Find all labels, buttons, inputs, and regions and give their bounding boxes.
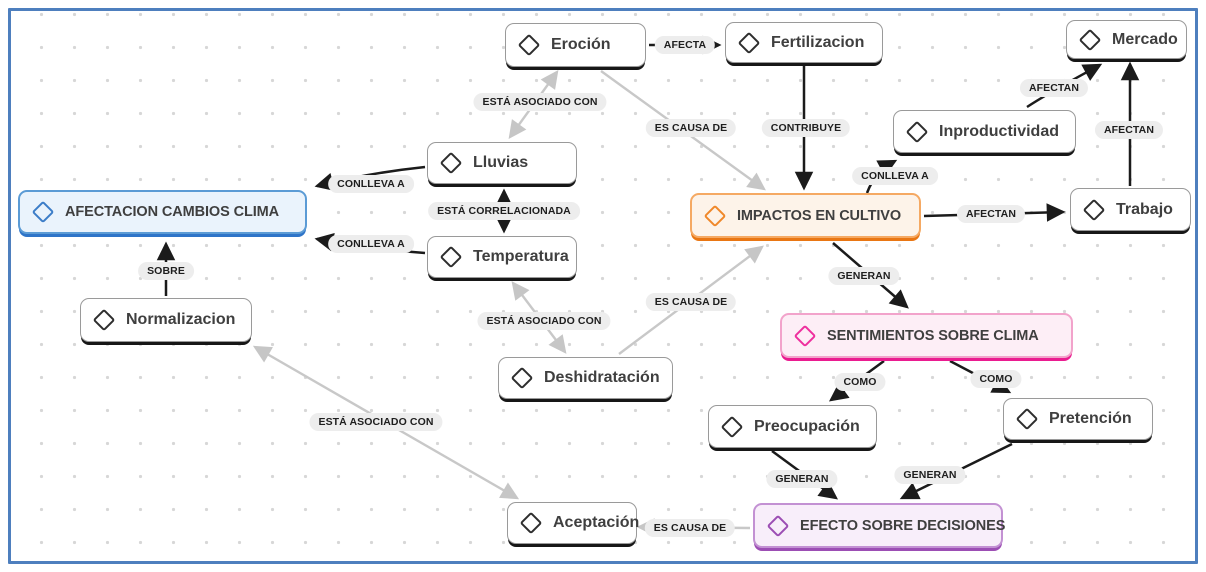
edge-label[interactable]: ESTÁ ASOCIADO CON [473, 93, 607, 111]
diamond-icon [720, 415, 744, 438]
edge-label[interactable]: CONTRIBUYE [761, 119, 851, 137]
node-label: Normalizacion [126, 311, 236, 328]
edge-label[interactable]: AFECTAN [956, 205, 1026, 223]
node-afectacion-cambios-clima[interactable]: AFECTACION CAMBIOS CLIMA [18, 190, 307, 234]
edge-label[interactable]: GENERAN [894, 466, 966, 484]
node-mercado[interactable]: Mercado [1066, 20, 1187, 59]
node-label: Trabajo [1116, 200, 1173, 218]
node-impactos-en-cultivo[interactable]: IMPACTOS EN CULTIVO [690, 193, 921, 238]
diamond-icon [737, 31, 761, 54]
node-label: Temperatura [473, 248, 569, 265]
node-deshidratacion[interactable]: Deshidratación [498, 357, 673, 399]
node-label: EFECTO SOBRE DECISIONES [800, 517, 1006, 534]
node-label: IMPACTOS EN CULTIVO [737, 207, 902, 224]
diamond-icon [703, 204, 727, 227]
diamond-icon [92, 308, 116, 332]
node-label: Aceptación [553, 514, 640, 531]
edge-label[interactable]: GENERAN [766, 470, 838, 488]
node-label: Preocupación [754, 417, 860, 435]
diamond-icon [439, 151, 463, 175]
node-inproductividad[interactable]: Inproductividad [893, 110, 1076, 153]
diamond-icon [510, 366, 534, 390]
node-label: Eroción [551, 36, 611, 53]
node-label: Mercado [1112, 30, 1178, 48]
node-efecto-sobre-decisiones[interactable]: EFECTO SOBRE DECISIONES [753, 503, 1006, 548]
node-label: Lluvias [473, 154, 529, 171]
edge-label[interactable]: ES CAUSA DE [645, 119, 737, 137]
edge-label[interactable]: AFECTAN [1094, 121, 1164, 139]
edge-label[interactable]: ESTÁ ASOCIADO CON [477, 312, 611, 330]
node-erocion[interactable]: Eroción [505, 23, 646, 67]
node-label: Inproductividad [939, 122, 1059, 140]
diamond-icon [519, 511, 543, 535]
diamond-icon [793, 324, 817, 347]
edge-label[interactable]: COMO [834, 373, 886, 391]
node-label: AFECTACION CAMBIOS CLIMA [65, 204, 280, 220]
node-fertilizacion[interactable]: Fertilizacion [725, 22, 883, 63]
edge-label[interactable]: SOBRE [138, 262, 194, 280]
edge-label[interactable]: ES CAUSA DE [645, 293, 737, 311]
node-aceptacion[interactable]: Aceptación [507, 502, 640, 544]
node-preocupacion[interactable]: Preocupación [708, 405, 877, 448]
edge-label[interactable]: ESTÁ ASOCIADO CON [309, 413, 443, 431]
edge-label[interactable]: GENERAN [828, 267, 900, 285]
node-normalizacion[interactable]: Normalizacion [80, 298, 252, 342]
node-label: Pretención [1049, 410, 1132, 427]
edge-label[interactable]: ES CAUSA DE [644, 519, 736, 537]
node-label: Deshidratación [544, 369, 660, 386]
edge-line [314, 165, 426, 191]
diamond-icon [1015, 407, 1039, 431]
diamond-icon [766, 514, 790, 537]
diamond-icon [1082, 198, 1106, 221]
node-pretencion[interactable]: Pretención [1003, 398, 1153, 440]
diamond-icon [439, 245, 463, 269]
node-trabajo[interactable]: Trabajo [1070, 188, 1191, 231]
edge-label[interactable]: AFECTAN [1019, 79, 1089, 97]
diamond-icon [31, 200, 55, 224]
edge-label[interactable]: CONLLEVA A [328, 235, 414, 253]
node-label: SENTIMIENTOS SOBRE CLIMA [827, 327, 1039, 344]
node-lluvias[interactable]: Lluvias [427, 142, 577, 184]
node-sentimientos-sobre-clima[interactable]: SENTIMIENTOS SOBRE CLIMA [780, 313, 1073, 358]
edge-label[interactable]: AFECTA [654, 36, 716, 54]
node-temperatura[interactable]: Temperatura [427, 236, 577, 278]
edge-label[interactable]: ESTÁ CORRELACIONADA [428, 202, 580, 220]
edge-label[interactable]: CONLLEVA A [328, 175, 414, 193]
edge-label[interactable]: COMO [970, 370, 1022, 388]
diamond-icon [905, 120, 929, 143]
edge-label[interactable]: CONLLEVA A [852, 167, 938, 185]
diamond-icon [1078, 28, 1102, 51]
node-label: Fertilizacion [771, 33, 865, 51]
diamond-icon [517, 33, 541, 57]
